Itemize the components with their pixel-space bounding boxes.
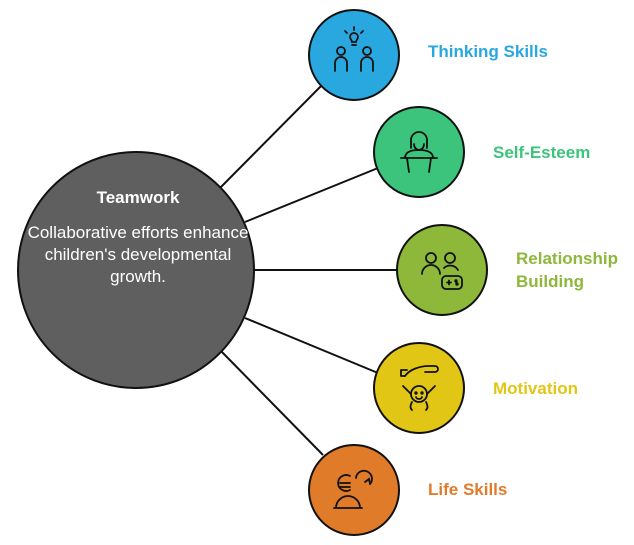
label-motivation: Motivation <box>493 379 578 398</box>
people-lightbulb-icon <box>334 26 374 72</box>
people-gamepad-icon <box>421 252 463 290</box>
person-podium-icon <box>400 131 438 173</box>
person-cycle-icon <box>333 469 373 509</box>
node-circle-thinking <box>308 9 400 101</box>
label-self-esteem: Self-Esteem <box>493 143 591 162</box>
center-title: Teamwork <box>96 188 180 207</box>
node-circle-life <box>308 444 400 536</box>
hand-over-child-icon <box>400 365 439 411</box>
label-thinking-skills: Thinking Skills <box>428 42 548 61</box>
center-text: Teamwork Collaborative efforts enhance c… <box>22 188 254 288</box>
center-circle <box>17 151 255 389</box>
label-relationship-building: Relationship Building <box>516 249 619 291</box>
center-description: Collaborative efforts enhance children's… <box>27 223 249 286</box>
connector-thinking <box>217 81 326 191</box>
node-circle-esteem <box>373 106 465 198</box>
connector-life <box>219 349 324 456</box>
label-life-skills: Life Skills <box>428 480 508 499</box>
node-circle-relationship <box>396 224 488 316</box>
connector-esteem <box>244 167 379 223</box>
node-circle-motivation <box>373 342 465 434</box>
connector-motivation <box>244 317 379 374</box>
